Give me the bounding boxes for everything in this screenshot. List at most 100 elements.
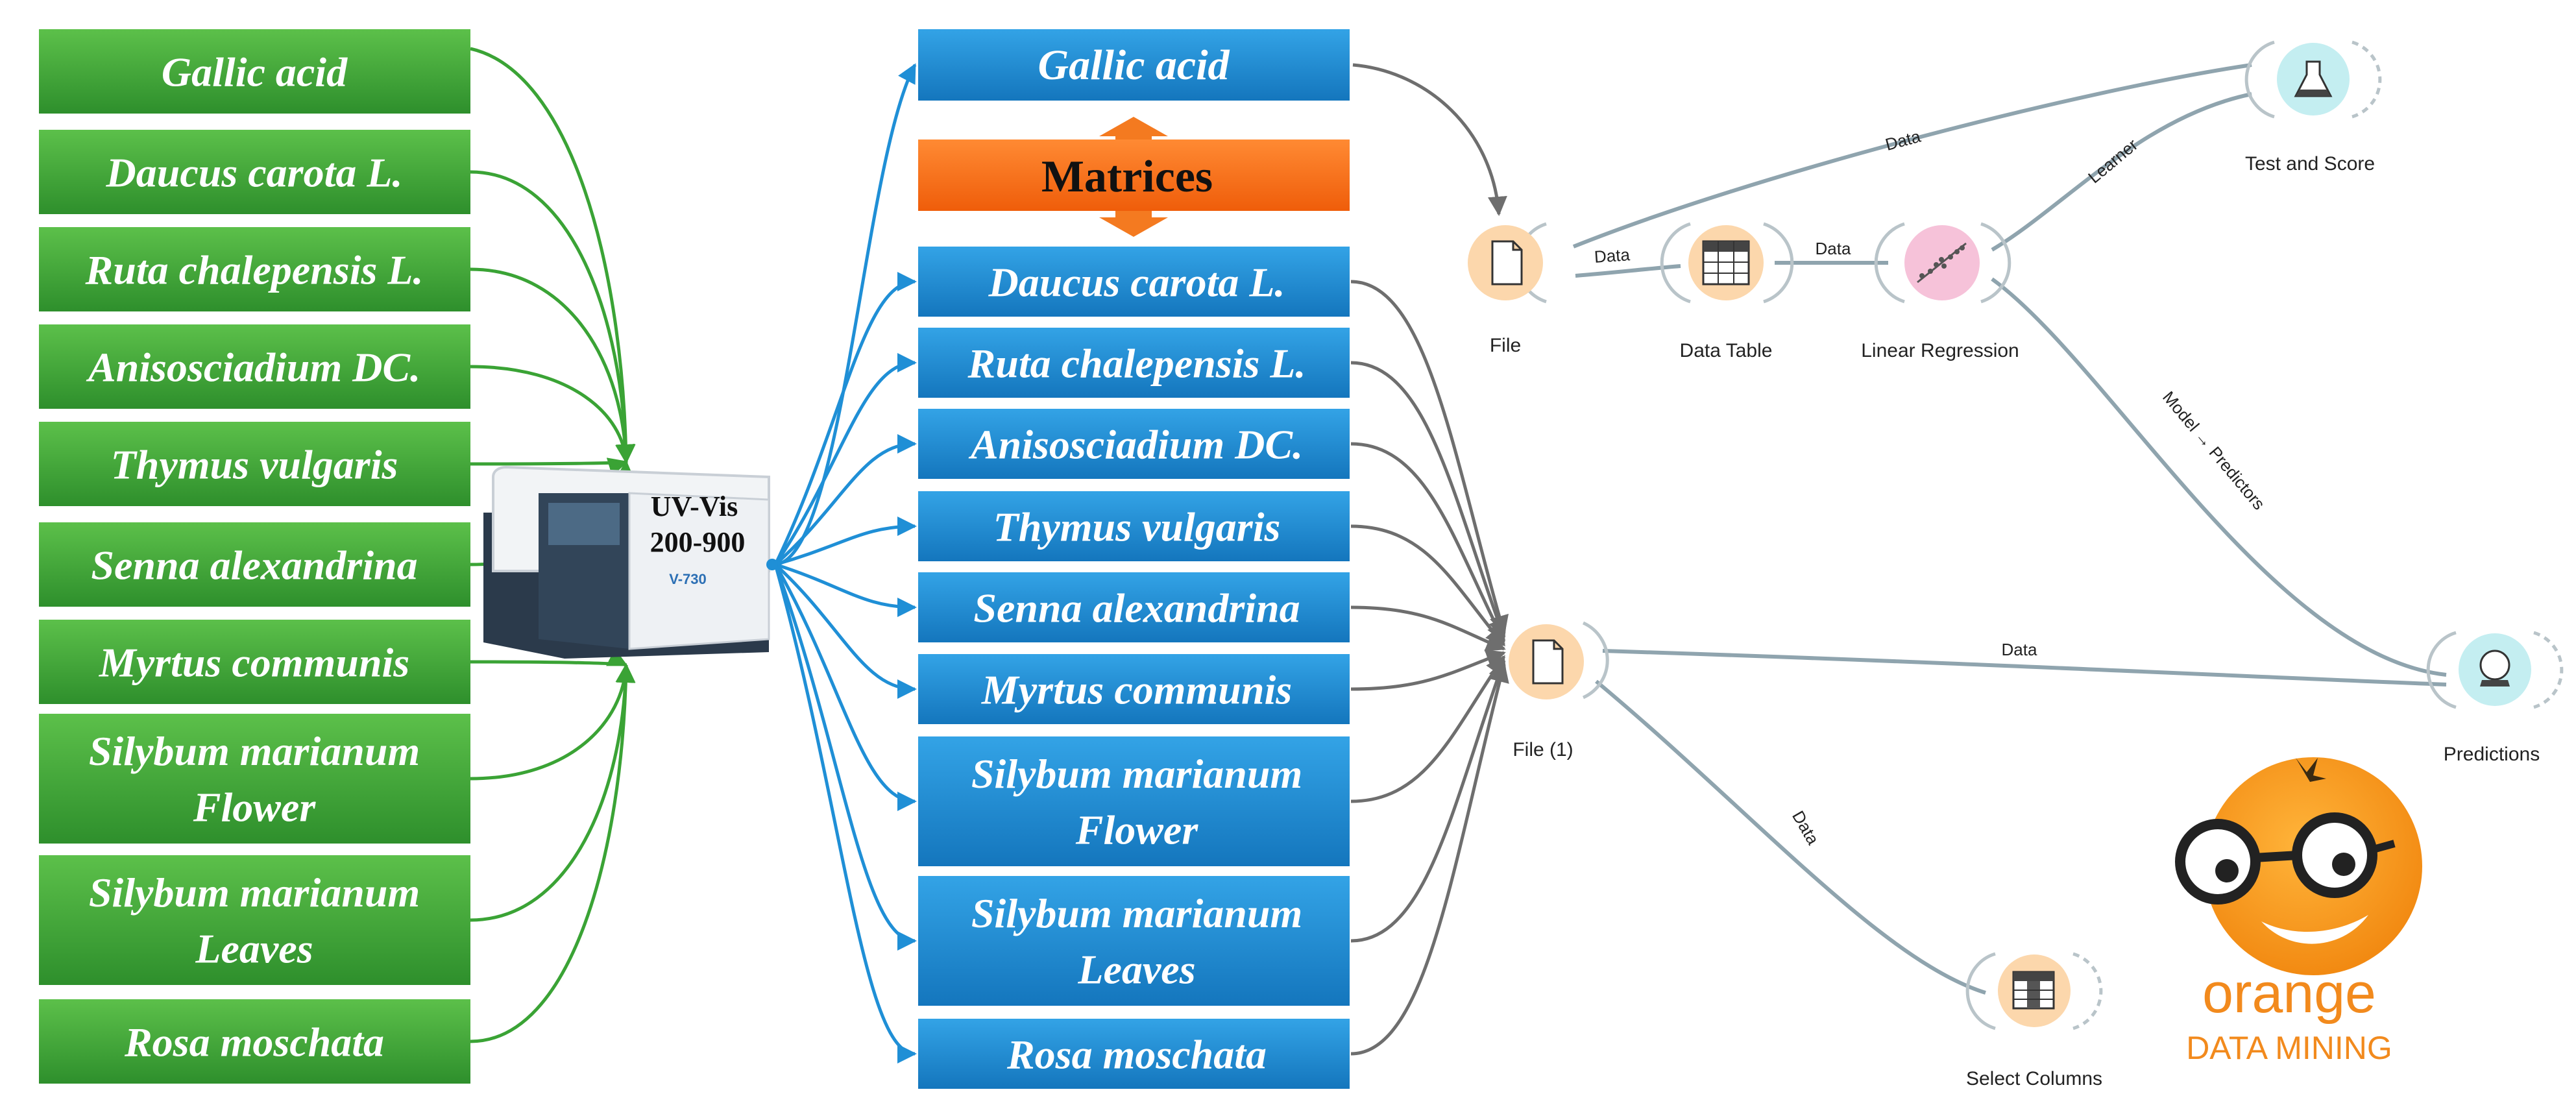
blue-connector [774,563,917,699]
logo-tagline: DATA MINING [2186,1030,2392,1066]
instrument-badge: V-730 [669,571,707,587]
green-connector [470,663,636,922]
left-sample-label: Ruta chalepensis L. [85,247,424,293]
node-select-columns: Select Columns [1965,952,2103,1089]
blue-connector [773,272,917,566]
left-sample-box: Senna alexandrina [39,522,470,607]
left-sample-label-line-1: Silybum marianum [89,728,420,774]
left-sample-label: Gallic acid [162,49,348,95]
middle-sample-label: Daucus carota L. [988,259,1285,305]
gray-connector [1350,650,1506,691]
node-data-table-label: Data Table [1680,340,1773,361]
blue-connector [775,516,917,566]
fan-out-node [766,559,778,570]
blue-connector [775,563,917,617]
left-sample-box-bg [39,422,470,506]
left-sample-box: Rosa moschata [39,999,470,1084]
left-sample-label-line-1: Silybum marianum [89,869,420,916]
left-sample-box-bg [39,227,470,311]
logo-word: orange [2202,962,2376,1025]
label-lr-to-predictions: Model → Predictors [2159,387,2269,513]
gray-connector [1350,662,1509,1056]
gray-connector [1350,280,1509,635]
orange-data-mining-logo: orange DATA MINING [2175,757,2422,1066]
instrument-line1: UV-Vis [651,491,738,522]
middle-sample-box-bg [918,491,1350,561]
node-predictions: Predictions [2426,631,2564,765]
left-sample-box-bg [39,999,470,1084]
label-lr-to-test: Learner [2084,135,2141,188]
left-sample-label-line-2: Flower [193,784,317,831]
gray-connector [1352,63,1507,216]
left-sample-label-line-2: Leaves [195,926,313,972]
gray-connector [1350,442,1506,643]
left-sample-label: Anisosciadium DC. [86,344,420,390]
left-sample-box: Myrtus communis [39,620,470,704]
left-sample-box-bg [39,522,470,607]
node-test-and-score-label: Test and Score [2245,153,2375,175]
left-sample-box: Ruta chalepensis L. [39,227,470,311]
instrument-line2: 200-900 [650,526,746,558]
middle-sample-box-bg [918,654,1350,724]
middle-sample-label: Anisosciadium DC. [968,421,1303,467]
left-sample-box: Gallic acid [39,29,470,114]
middle-sample-box-bg [918,247,1350,317]
left-sample-box-bg [39,855,470,985]
middle-sample-box: Myrtus communis [918,654,1350,724]
middle-sample-box: Thymus vulgaris [918,491,1350,561]
middle-sample-label: Ruta chalepensis L. [967,340,1306,386]
blue-connectors [773,63,917,1063]
blue-connector [773,564,917,951]
blue-connector [773,564,917,1063]
left-sample-label: Thymus vulgaris [111,441,398,487]
link-file-to-test [1572,63,2252,249]
link-lr-to-predictions [1991,277,2447,677]
node-file-1-label: File (1) [1513,739,1573,760]
link-file-to-table [1575,264,1681,278]
select-columns-icon [2012,971,2055,1010]
middle-sample-box-bg [918,736,1350,866]
node-file: File [1468,222,1547,356]
middle-top-label: Gallic acid [1038,42,1230,89]
file-icon [1491,240,1523,286]
middle-sample-box-bg [918,409,1350,479]
link-lr-to-test [1991,92,2252,252]
node-file-label: File [1490,335,1521,356]
middle-sample-box: Anisosciadium DC. [918,409,1350,479]
green-connector [470,663,635,781]
gray-connector [1350,655,1506,803]
left-sample-box-bg [39,714,470,844]
left-sample-label: Rosa moschata [124,1019,384,1065]
left-sample-label: Senna alexandrina [91,542,417,588]
middle-sample-column: Daucus carota L. Ruta chalepensis L. Aniso… [918,247,1350,1089]
left-sample-box-bg [39,130,470,214]
middle-sample-box-bg [918,1019,1350,1089]
table-icon [1702,240,1750,286]
node-file-1: File (1) [1509,621,1609,760]
middle-sample-box: Senna alexandrina [918,572,1350,642]
middle-sample-label-line-2: Flower [1075,807,1199,853]
matrices-box: Matrices [918,140,1350,211]
node-linear-regression-label: Linear Regression [1861,340,2019,361]
node-select-columns-label: Select Columns [1966,1068,2102,1089]
label-file1-to-predictions: Data [2002,640,2037,659]
workflow-links [1572,63,2447,995]
link-file1-to-select [1595,679,1986,995]
node-data-table: Data Table [1660,222,1794,361]
middle-sample-label-line-1: Silybum marianum [971,890,1302,936]
crystal-ball-icon [2479,650,2510,687]
green-connector [470,648,628,667]
left-sample-box: Daucus carota L. [39,130,470,214]
middle-sample-label: Rosa moschata [1006,1031,1267,1077]
blue-connector [774,434,917,566]
blue-connector [773,563,917,811]
left-sample-box-bg [39,620,470,704]
label-file1-to-select: Data [1788,807,1823,848]
file-1-icon [1532,639,1564,685]
middle-sample-box: Ruta chalepensis L. [918,328,1350,398]
left-sample-box-bg [39,324,470,409]
